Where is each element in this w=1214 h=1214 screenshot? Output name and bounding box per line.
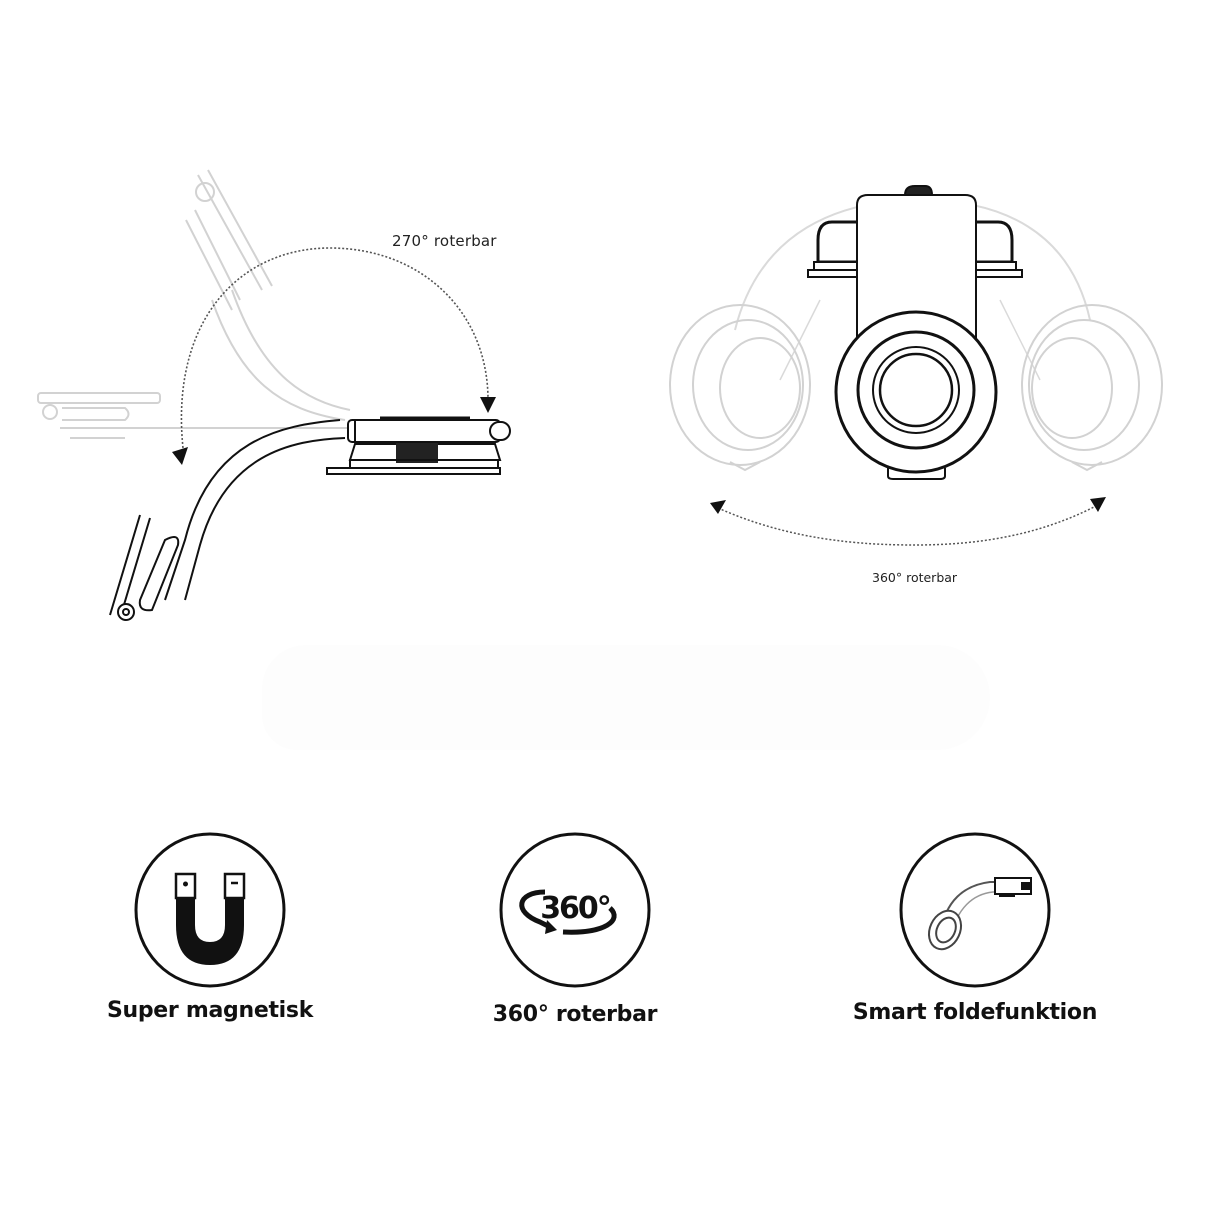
svg-text:360°: 360° <box>540 891 610 926</box>
rotation-arc <box>717 504 1099 546</box>
arrowhead-left <box>710 500 726 514</box>
arrowhead-left <box>172 447 188 465</box>
feature-smart-fold: Smart foldefunktion <box>845 830 1105 1030</box>
rotate-diagram-illustration <box>669 185 1163 546</box>
feature-label: Smart foldefunktion <box>852 1000 1098 1025</box>
fold-diagram-label: 270° roterbar <box>392 232 497 250</box>
fold-arm-icon <box>899 832 1051 988</box>
fold-diagram: 270° roterbar <box>0 0 600 640</box>
arrowhead-right <box>1090 497 1106 512</box>
rotate-diagram: 360° roterbar <box>640 0 1214 640</box>
faded-right-ring <box>1021 304 1163 472</box>
faded-background-smudge <box>262 645 990 750</box>
main-arm <box>109 416 511 621</box>
faded-flat-arm <box>37 392 350 439</box>
feature-360-rotation: 360° 360° roterbar <box>455 830 695 1030</box>
fold-diagram-illustration <box>37 169 511 621</box>
rotate-360-icon: 360° <box>499 832 651 988</box>
feature-label: 360° roterbar <box>492 1002 658 1027</box>
central-mount <box>807 185 1023 480</box>
arrowhead-right <box>480 397 496 413</box>
faded-upright-arm <box>185 169 351 421</box>
faded-left-ring <box>669 304 811 472</box>
feature-super-magnetic: Super magnetisk <box>90 830 330 1030</box>
rotate-diagram-label: 360° roterbar <box>872 570 958 585</box>
magnet-icon <box>134 832 286 988</box>
feature-label: Super magnetisk <box>106 998 314 1023</box>
